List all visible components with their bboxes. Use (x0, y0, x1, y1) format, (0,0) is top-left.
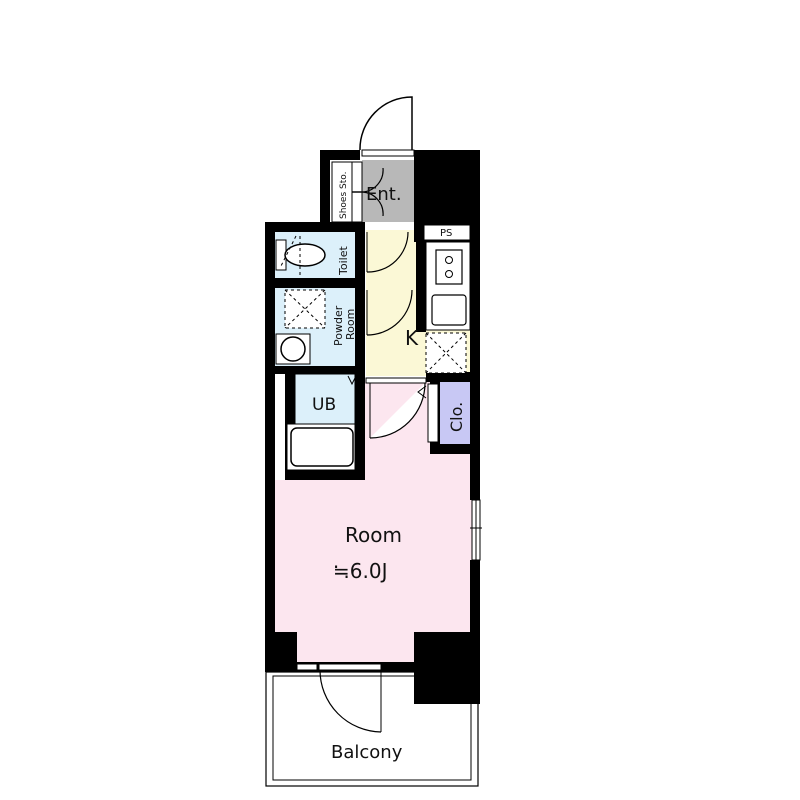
room-window[interactable] (470, 499, 482, 561)
toilet-door[interactable] (366, 231, 409, 273)
room-floor (275, 380, 472, 662)
powder-room-label-line1: Powder (332, 305, 345, 346)
ps-label: PS (440, 228, 452, 239)
balcony-door[interactable] (318, 663, 382, 733)
shoes-storage-door[interactable] (352, 167, 384, 217)
shoes-storage-label: Shoes Sto. (339, 172, 349, 219)
kitchen-label: K (405, 326, 419, 350)
balcony-label: Balcony (331, 742, 403, 763)
entrance-label: Ent. (366, 184, 402, 205)
toilet-fixture (275, 235, 326, 278)
room-label: Room (345, 523, 402, 547)
unit-bath (286, 373, 357, 471)
toilet-label: Toilet (337, 246, 350, 276)
entrance-floor (362, 160, 414, 222)
unit-bath-label: UB (312, 395, 336, 415)
pipe-space: PS (423, 224, 471, 241)
entrance-door[interactable] (359, 96, 413, 151)
wash-basin (275, 333, 311, 365)
room-door[interactable] (365, 377, 427, 439)
closet[interactable]: Clo. (427, 382, 470, 444)
room-size-label: ≒6.0J (333, 559, 387, 583)
balcony-pillar (414, 632, 480, 704)
kitchen-counter (425, 241, 471, 331)
washer-space (284, 289, 326, 329)
powder-room-door[interactable] (366, 289, 413, 336)
powder-room-label-line2: Room (344, 309, 357, 340)
closet-label: Clo. (447, 402, 466, 432)
fridge-space (425, 332, 467, 374)
